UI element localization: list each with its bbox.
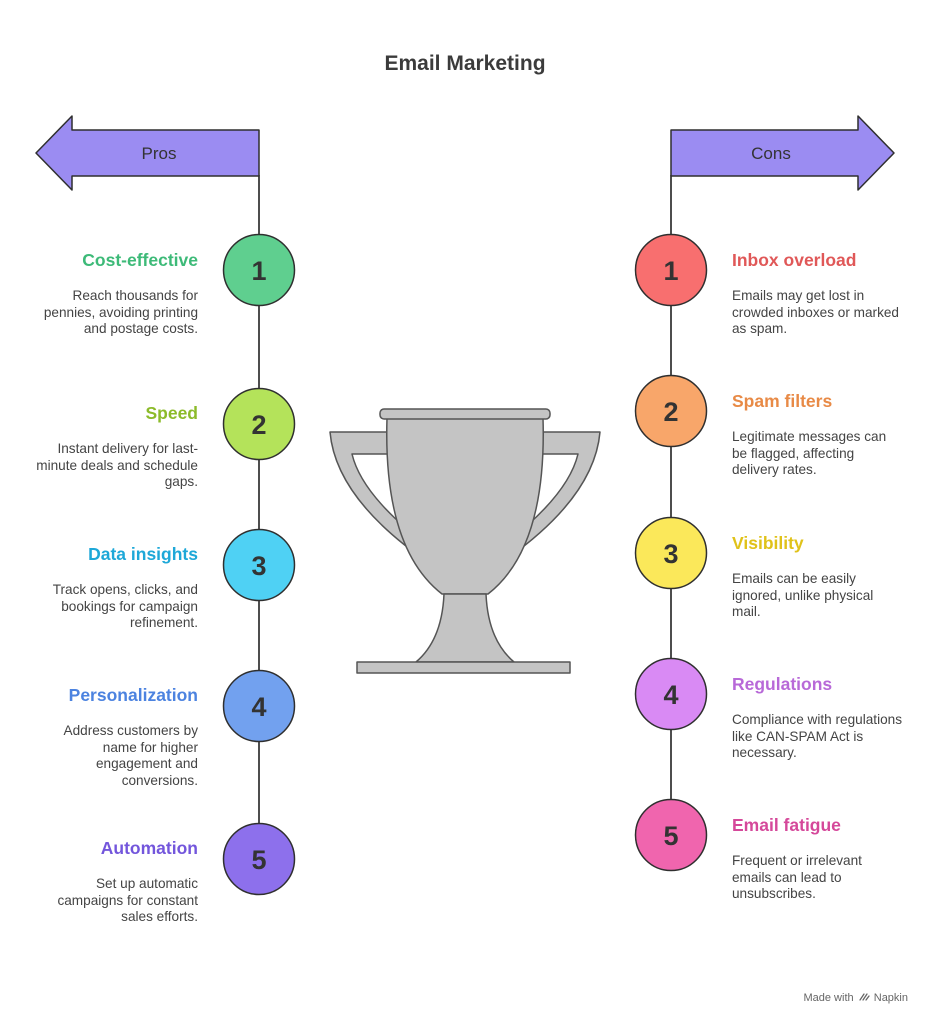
cons-item-4: Regulations Compliance with regulations … — [732, 674, 902, 762]
cons-item-description: Emails can be easily ignored, unlike phy… — [732, 571, 874, 620]
cons-circle-3: 3 — [634, 516, 708, 590]
cons-number-5: 5 — [663, 821, 678, 851]
cons-arrow-label: Cons — [751, 144, 791, 163]
cons-item-description: Legitimate messages can be flagged, affe… — [732, 429, 887, 478]
pros-item-5: Automation Set up automatic campaigns fo… — [28, 838, 198, 926]
made-with-label: Made with — [803, 992, 854, 1004]
pros-item-3: Data insights Track opens, clicks, and b… — [28, 544, 198, 632]
cons-item-title: Visibility — [732, 533, 804, 553]
pros-item-title: Cost-effective — [82, 250, 198, 270]
pros-circle-2: 2 — [222, 387, 296, 461]
pros-item-description: Address customers by name for higher eng… — [63, 723, 198, 788]
pros-item-title: Speed — [145, 403, 198, 423]
cons-arrow — [670, 115, 895, 191]
cons-number-1: 1 — [663, 256, 678, 286]
made-with-badge[interactable]: Made with Napkin — [803, 992, 908, 1004]
pros-number-2: 2 — [251, 410, 266, 440]
trophy-icon — [329, 408, 601, 674]
page-title: Email Marketing — [384, 52, 546, 75]
pros-circle-1: 1 — [222, 233, 296, 307]
pros-number-5: 5 — [251, 845, 266, 875]
cons-item-description: Compliance with regulations like CAN-SPA… — [732, 712, 903, 761]
cons-circle-5: 5 — [634, 798, 708, 872]
cons-circle-2: 2 — [634, 374, 708, 448]
pros-item-title: Data insights — [88, 544, 198, 564]
pros-item-description: Reach thousands for pennies, avoiding pr… — [43, 288, 198, 337]
cons-number-4: 4 — [663, 680, 678, 710]
cons-item-2: Spam filters Legitimate messages can be … — [732, 391, 902, 479]
cons-item-description: Frequent or irrelevant emails can lead t… — [732, 853, 862, 902]
cons-item-title: Regulations — [732, 674, 833, 694]
cons-item-1: Inbox overload Emails may get lost in cr… — [732, 250, 902, 338]
cons-item-title: Spam filters — [732, 391, 833, 411]
pros-item-description: Track opens, clicks, and bookings for ca… — [52, 582, 198, 631]
trophy-stem — [415, 593, 515, 663]
pros-item-4: Personalization Address customers by nam… — [28, 685, 198, 789]
pros-arrow-label: Pros — [142, 144, 177, 163]
cons-item-description: Emails may get lost in crowded inboxes o… — [732, 288, 899, 337]
cons-item-title: Email fatigue — [732, 815, 841, 835]
pros-circle-4: 4 — [222, 669, 296, 743]
pros-number-1: 1 — [251, 256, 266, 286]
pros-item-title: Personalization — [68, 685, 198, 705]
pros-item-1: Cost-effective Reach thousands for penni… — [28, 250, 198, 338]
napkin-brand-label: Napkin — [873, 992, 908, 1004]
pros-number-3: 3 — [251, 551, 266, 581]
pros-arrow — [35, 115, 260, 191]
cons-item-5: Email fatigue Frequent or irrelevant ema… — [732, 815, 902, 903]
cons-circle-1: 1 — [634, 233, 708, 307]
trophy-rim — [379, 408, 551, 420]
cons-item-title: Inbox overload — [732, 250, 857, 270]
cons-item-3: Visibility Emails can be easily ignored,… — [732, 533, 902, 621]
pros-circle-5: 5 — [222, 822, 296, 896]
trophy-base — [356, 661, 571, 674]
napkin-logo-icon — [859, 992, 870, 1004]
pros-item-2: Speed Instant delivery for last-minute d… — [28, 403, 198, 491]
pros-circle-3: 3 — [222, 528, 296, 602]
cons-circle-4: 4 — [634, 657, 708, 731]
pros-number-4: 4 — [251, 692, 266, 722]
pros-item-description: Instant delivery for last-minute deals a… — [36, 441, 198, 490]
trophy-cup — [385, 417, 545, 595]
pros-item-title: Automation — [100, 838, 198, 858]
cons-number-2: 2 — [663, 397, 678, 427]
pros-item-description: Set up automatic campaigns for constant … — [57, 876, 198, 925]
cons-number-3: 3 — [663, 539, 678, 569]
